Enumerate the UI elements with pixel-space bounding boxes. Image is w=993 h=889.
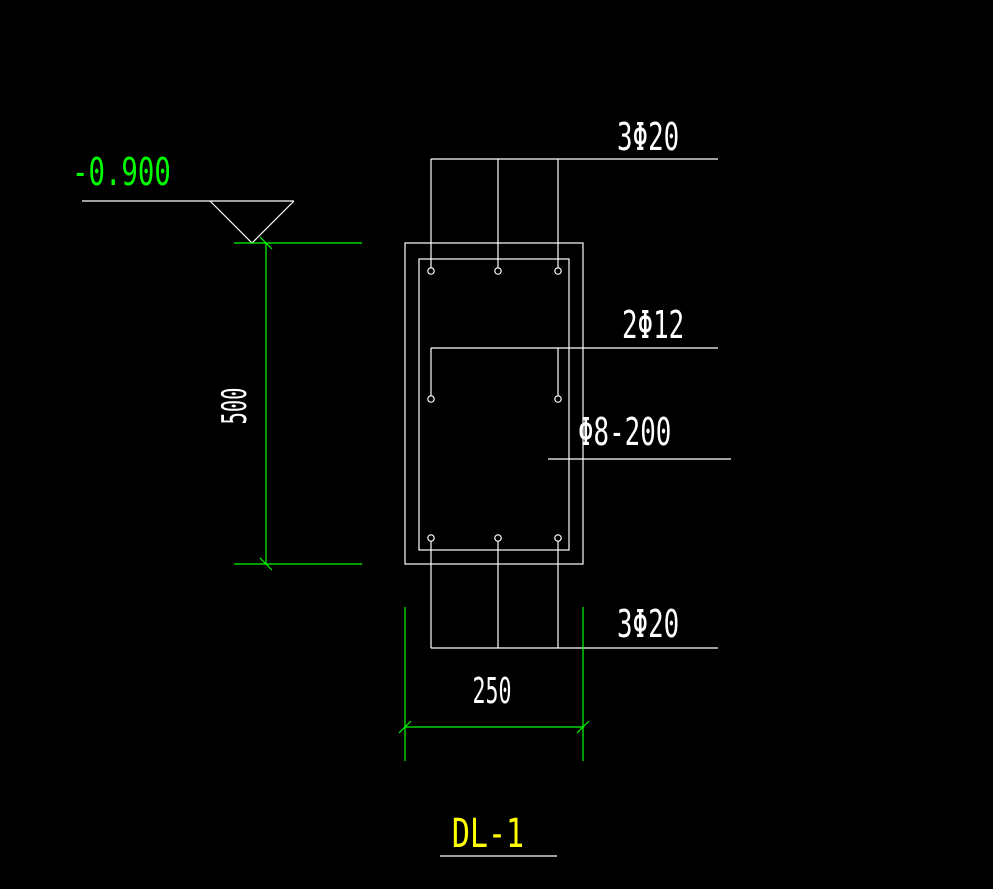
- elevation-triangle-symbol: [209, 200, 295, 244]
- top-rebar-left: [427, 267, 435, 275]
- bottom-rebar-left: [427, 534, 435, 542]
- width-tick-left: [398, 720, 412, 734]
- top-rebar-middle: [494, 267, 502, 275]
- height-dimension-label: 500: [214, 388, 254, 425]
- stirrup-outline: [418, 258, 570, 551]
- width-dimension-label: 250: [473, 669, 512, 711]
- height-tick-bottom: [259, 557, 273, 571]
- height-dimension: 500: [214, 236, 362, 571]
- height-tick-top: [259, 236, 273, 250]
- concrete-outline: [404, 242, 584, 565]
- bottom-rebar-middle: [494, 534, 502, 542]
- elevation-marker: -0.900: [72, 149, 295, 244]
- section-title-label: DL-1: [452, 811, 524, 857]
- section-title: DL-1: [440, 811, 557, 857]
- bottom-rebar-right: [554, 534, 562, 542]
- width-tick-right: [576, 720, 590, 734]
- elevation-label: -0.900: [72, 149, 171, 194]
- top-rebar-label: 3Φ20: [617, 115, 679, 159]
- top-rebar-right: [554, 267, 562, 275]
- side-rebar-right: [554, 395, 562, 403]
- side-rebar-left: [427, 395, 435, 403]
- side-rebar-label: 2Φ12: [622, 303, 684, 347]
- bottom-rebar-label: 3Φ20: [617, 602, 679, 646]
- stirrup-label: Φ8-200: [578, 410, 671, 454]
- width-dimension: 250: [398, 607, 590, 761]
- beam-section: [404, 158, 731, 649]
